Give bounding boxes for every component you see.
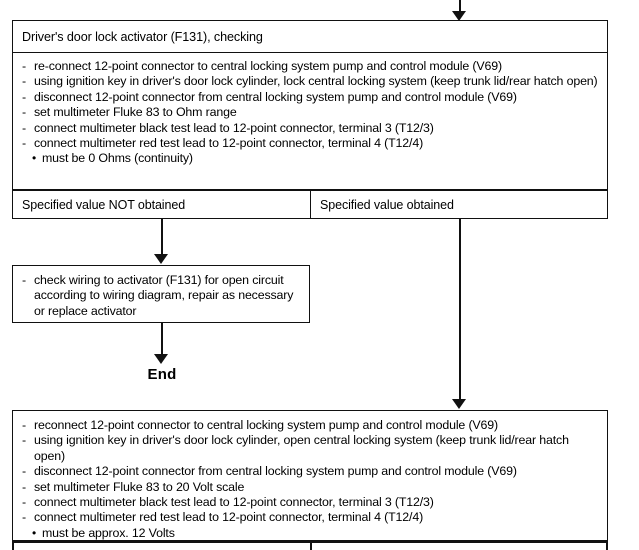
bullet-marker: • [32, 525, 37, 540]
outcome-row: Specified value NOT obtained Specified v… [12, 190, 608, 219]
list-marker: - [22, 510, 26, 525]
list-item-bullet: • must be 0 Ohms (continuity) [21, 151, 599, 166]
voltage-block: - reconnect 12-point connector to centra… [12, 410, 608, 541]
list-item: - disconnect 12-point connector from cen… [21, 90, 599, 105]
list-marker: - [22, 418, 26, 432]
list-item: - using ignition key in driver's door lo… [21, 433, 599, 464]
cropped-outcome-row-right-border [606, 541, 608, 550]
list-item: - connect multimeter red test lead to 12… [21, 136, 599, 151]
list-marker: - [22, 74, 26, 89]
list-text: connect multimeter black test lead to 12… [34, 495, 434, 510]
list-marker: - [22, 136, 26, 151]
cropped-outcome-row-divider [310, 541, 312, 550]
list-marker: - [22, 433, 26, 448]
list-marker: - [22, 89, 26, 104]
list-marker: - [22, 59, 26, 73]
list-text: set multimeter Fluke 83 to Ohm range [34, 105, 237, 120]
list-item: - connect multimeter black test lead to … [21, 121, 599, 136]
list-text: using ignition key in driver's door lock… [34, 74, 598, 89]
list-item: - set multimeter Fluke 83 to Ohm range [21, 105, 599, 120]
list-item: - check wiring to activator (F131) for o… [21, 273, 301, 319]
list-text: connect multimeter black test lead to 12… [34, 120, 434, 135]
list-text: set multimeter Fluke 83 to 20 Volt scale [34, 479, 245, 494]
check-block-title: Driver's door lock activator (F131), che… [13, 21, 607, 53]
list-item-bullet: • must be approx. 12 Volts [21, 526, 599, 541]
list-text: connect multimeter red test lead to 12-p… [34, 136, 424, 151]
list-text: disconnect 12-point connector from centr… [34, 89, 517, 104]
list-text: check wiring to activator (F131) for ope… [34, 273, 294, 318]
list-item: - re-connect 12-point connector to centr… [21, 59, 599, 74]
list-marker: - [22, 120, 26, 135]
list-text: must be 0 Ohms (continuity) [42, 151, 193, 166]
voltage-block-steps: - reconnect 12-point connector to centra… [13, 411, 607, 545]
list-text: using ignition key in driver's door lock… [34, 433, 569, 463]
list-text: disconnect 12-point connector from centr… [34, 464, 517, 479]
left-branch-arrow-icon [154, 254, 168, 264]
cropped-outcome-row-left-border [12, 541, 14, 550]
list-text: re-connect 12-point connector to central… [34, 59, 502, 73]
list-text: connect multimeter red test lead to 12-p… [34, 510, 424, 525]
incoming-arrow-icon [452, 11, 466, 21]
list-text: reconnect 12-point connector to central … [34, 418, 499, 432]
right-branch-line [459, 219, 461, 401]
list-marker: - [22, 495, 26, 510]
list-marker: - [22, 464, 26, 479]
list-item: - disconnect 12-point connector from cen… [21, 464, 599, 479]
end-node-label: End [147, 366, 177, 383]
list-item: - set multimeter Fluke 83 to 20 Volt sca… [21, 480, 599, 495]
outcome-not-obtained: Specified value NOT obtained [13, 191, 311, 218]
list-marker: - [22, 273, 26, 287]
list-marker: - [22, 479, 26, 494]
repair-block-steps: - check wiring to activator (F131) for o… [13, 266, 309, 323]
bullet-marker: • [32, 151, 37, 166]
list-text: must be approx. 12 Volts [42, 525, 175, 540]
list-item: - reconnect 12-point connector to centra… [21, 418, 599, 433]
list-item: - connect multimeter black test lead to … [21, 495, 599, 510]
outcome-obtained: Specified value obtained [320, 197, 454, 212]
list-item: - connect multimeter red test lead to 12… [21, 510, 599, 525]
repair-block: - check wiring to activator (F131) for o… [12, 265, 310, 323]
list-item: - using ignition key in driver's door lo… [21, 74, 599, 89]
check-block: Driver's door lock activator (F131), che… [12, 20, 608, 190]
end-arrow-icon [154, 354, 168, 364]
check-block-steps: - re-connect 12-point connector to centr… [13, 53, 607, 171]
left-branch-line [161, 219, 163, 255]
end-connector-line [161, 323, 163, 355]
list-marker: - [22, 105, 26, 120]
incoming-connector-line [459, 0, 461, 14]
right-branch-arrow-icon [452, 399, 466, 409]
